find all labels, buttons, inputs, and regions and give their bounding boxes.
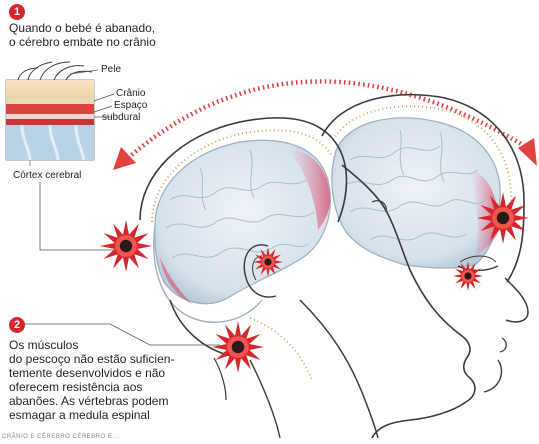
- callout-line-1: [40, 182, 120, 250]
- footnote: CRÂNIO E CÉREBRO CÉREBRO E...: [2, 430, 119, 444]
- step-1-badge: 1: [9, 4, 25, 20]
- label-cranio: Crânio: [116, 88, 145, 99]
- label-subdural: subdural: [102, 112, 140, 123]
- impact-neck-icon: [212, 321, 264, 373]
- rear-head: [322, 95, 528, 438]
- step-2-line: oferecem resistência aos: [9, 380, 142, 394]
- step-2-line: abanões. As vértebras podem: [9, 394, 168, 408]
- label-cortex-cerebral: Córtex cerebral: [13, 170, 81, 181]
- step-1-caption-line-1: Quando o bebé é abanado,: [9, 21, 155, 35]
- step-2-line: esmagar a medula espinal: [9, 408, 150, 422]
- step-2-line: Os músculos: [9, 338, 78, 352]
- inset-cross-section: [6, 62, 114, 166]
- step-2-badge: 2: [9, 317, 25, 333]
- step-2-line: do pescoço não estão suficien-: [9, 352, 174, 366]
- label-pele: Pele: [101, 64, 121, 75]
- step-1-caption-line-2: o cérebro embate no crânio: [9, 35, 156, 49]
- step-2-line: temente desenvolvidos e não: [9, 366, 165, 380]
- impact-back-of-head-icon: [100, 220, 152, 272]
- label-espaco: Espaço: [114, 100, 147, 111]
